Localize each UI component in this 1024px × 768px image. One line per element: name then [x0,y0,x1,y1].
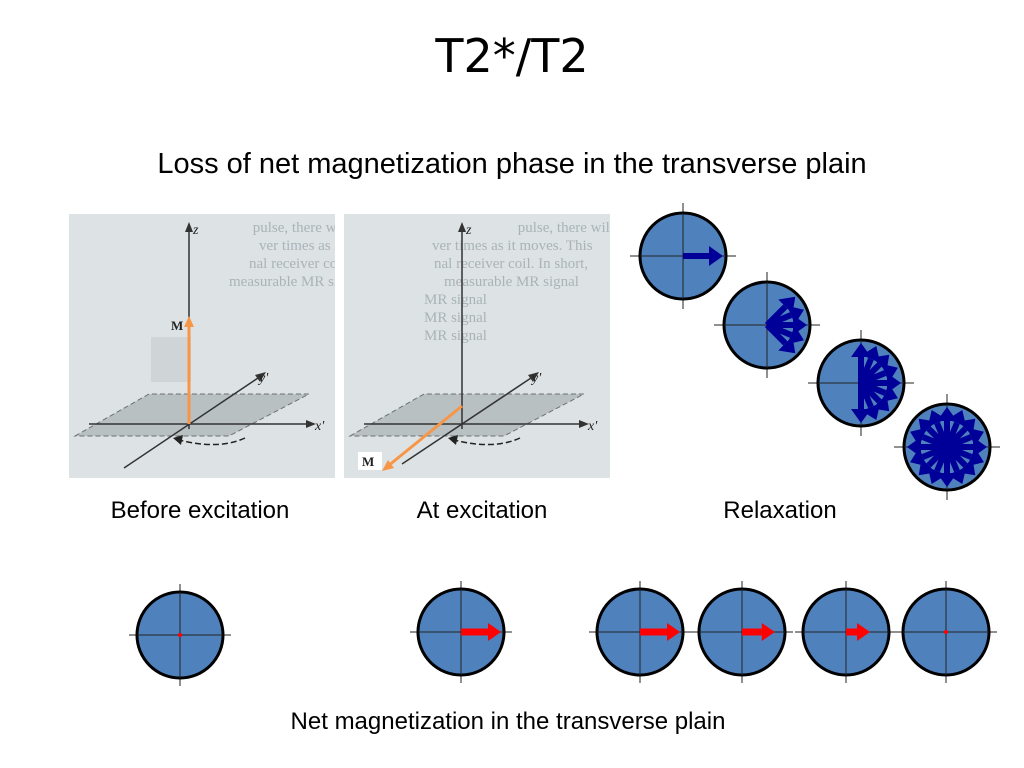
shadow-box [151,337,191,382]
precession-arrow [453,437,521,446]
x-axis-arrowhead [306,420,316,428]
phase-circle [895,581,997,683]
z-label: z [192,223,199,238]
arrow-head [667,623,680,641]
phase-circle [714,272,820,378]
y-axis-arrowhead [255,372,266,382]
m-label-background [358,452,382,470]
ghost-text-line: pulse, there will be very [517,220,610,236]
phase-circle [691,581,793,683]
relaxation-circles [630,203,1000,500]
ghost-text-line: measurable MR signal [444,274,579,290]
ghost-text-line: pulse, there will be ver [252,220,335,236]
arrow-head [910,427,927,447]
m-vector-arrowhead [184,316,194,327]
panel-at-excitation: pulse, there will be very ver times as i… [344,214,610,478]
arrow-head [881,383,898,403]
caption-before-excitation: Before excitation [110,497,290,524]
x-axis-arrowhead [579,420,589,428]
ghost-text-line: MR signal [424,310,487,326]
caption-relaxation: Relaxation [723,497,837,524]
ghost-text-line: nal receiver coil. In short, [249,256,335,272]
spin-arrow [683,246,723,266]
m-vector-arrowhead [382,460,394,471]
slide-subtitle: Loss of net magnetization phase in the t… [157,148,867,180]
transverse-plane [75,394,309,436]
arrow-head [709,246,723,266]
slide-title: T2*/T2 [435,29,589,83]
z-axis-arrowhead [185,222,193,232]
ghost-text-line: MR signal [424,328,487,344]
phase-circle [630,203,736,309]
phase-circle [129,584,231,686]
precession-arrowhead [173,435,183,445]
transverse-plane [350,394,584,436]
phase-circle [808,330,914,436]
arrow-head [778,296,796,314]
z-label: z [465,223,472,238]
ghost-text-line: ver times as it moves. This [432,238,593,254]
y-axis [123,375,262,469]
precession-arrowhead [448,435,458,445]
arrow-shaft [764,304,788,328]
arrow-head [787,325,804,345]
y-axis [401,375,535,465]
y-axis-arrowhead [528,372,539,382]
arrow-head [488,623,501,641]
net-magnetization-arrow [640,623,680,641]
arrow-head [947,410,967,427]
phase-circle [589,581,691,683]
axes-diagram-at: z y' x' M [348,222,598,471]
x-label: x' [314,419,325,434]
ghost-text-line: MR signal [424,292,487,308]
net-magnetization-dot [944,630,948,634]
net-magnetization-arrow [742,623,775,641]
net-magnetization-arrow [846,623,870,641]
spin-arrow [945,444,984,467]
net-magnetization-circles [129,581,997,686]
m-label: M [171,318,183,333]
precession-arrow [178,437,246,446]
arrow-head [851,343,871,357]
plane-outline [348,393,585,437]
arrow-head [927,467,947,484]
arrow-shaft [945,444,973,460]
y-label: y' [530,371,542,386]
net-magnetization-dot [178,633,182,637]
spin-arrow [851,343,871,383]
caption-net-magnetization: Net magnetization in the transverse plai… [290,708,726,735]
phase-circle [410,581,512,683]
ghost-text-line: nal receiver coil. In short, [434,256,589,272]
axes-diagram-before: z y' x' M [73,222,325,469]
caption-at-excitation: At excitation [416,497,548,524]
plane-outline [73,393,310,437]
arrow-head [967,447,984,467]
phase-circle [894,394,1000,500]
y-label: y' [257,371,269,386]
spin-arrow [764,296,796,328]
net-magnetization-arrow [461,623,501,641]
phase-circle [795,581,897,683]
m-label: M [362,454,374,469]
panel-before-excitation: pulse, there will be ver ver times as it… [69,214,335,478]
ghost-text-line: measurable MR signal [229,274,335,290]
ghost-text-line: ver times as it moves. Thi [259,238,335,254]
m-vector [387,404,463,468]
arrow-head [861,346,881,363]
arrow-head [761,623,775,641]
x-label: x' [587,419,598,434]
z-axis-arrowhead [458,222,466,232]
arrow-head [857,623,870,641]
